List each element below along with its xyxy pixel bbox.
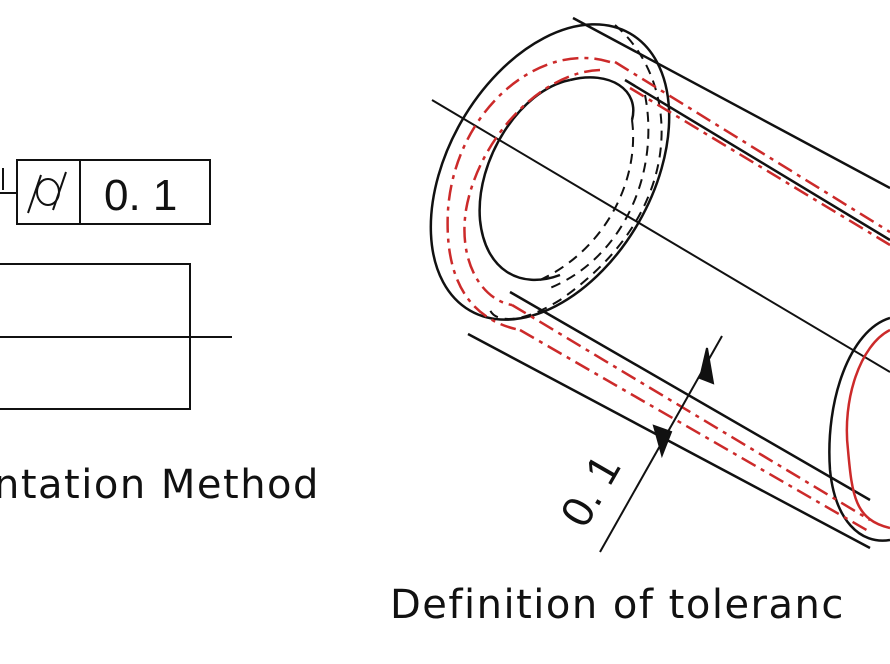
inner-hidden-edges: [539, 94, 650, 291]
tolerance-zone-drawing: [429, 16, 890, 553]
actual-surface-outer: [446, 56, 890, 534]
caption-tolerance-definition: Definition of toleranc: [390, 582, 845, 628]
actual-surface-end: [845, 328, 890, 530]
right-end-bore: [828, 316, 890, 542]
caption-representation-method: ntation Method: [0, 462, 320, 508]
arrow-head-top: [698, 347, 715, 385]
dimension-value: 0. 1: [551, 447, 630, 535]
zone-dimension: [599, 335, 723, 553]
representation-drawing: [0, 159, 232, 410]
actual-surface-inner: [463, 68, 890, 522]
cylindricity-icon: [27, 171, 67, 214]
arrow-head-bottom: [652, 424, 673, 459]
cylinder-axis: [431, 99, 890, 373]
feature-control-frame: [16, 159, 211, 225]
frame-tolerance-value: 0. 1: [104, 171, 177, 220]
outer-hidden-edges: [489, 24, 663, 320]
outer-cylinder: [429, 16, 890, 550]
